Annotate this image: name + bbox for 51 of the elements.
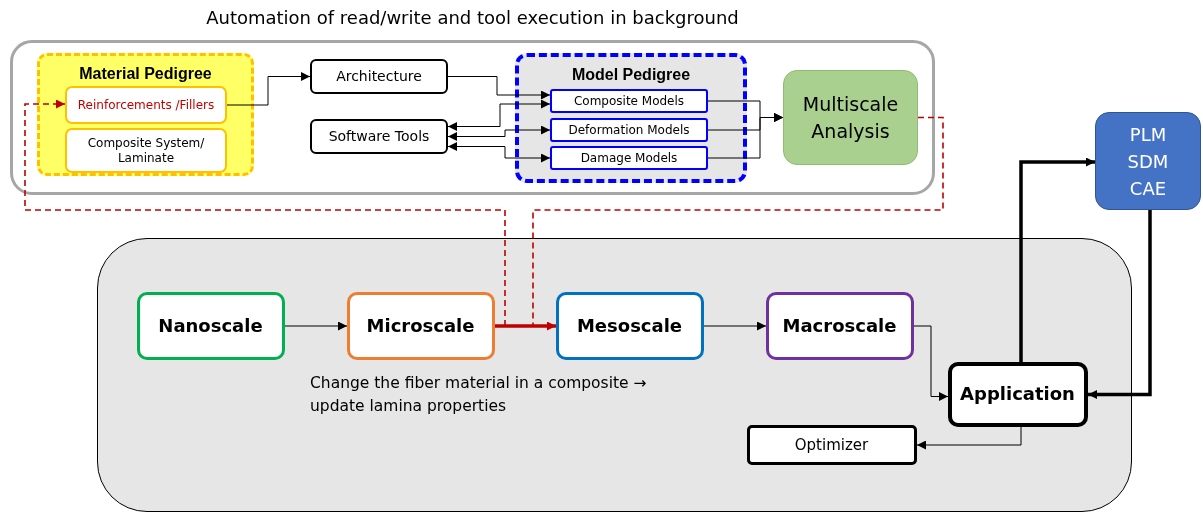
arrow [703,321,767,331]
process-box [310,59,448,94]
process-box [136,291,285,360]
arrow [1019,157,1095,362]
node-label: Damage Models [580,150,678,166]
process-box [65,86,227,124]
arrow [226,72,311,106]
process-box [310,119,448,154]
node-label: Application [960,383,1075,405]
arrow [707,113,784,159]
arrow [24,99,506,327]
node-label: Optimizer [794,435,869,454]
node-label: Reinforcements /Fillers [76,97,216,113]
process-box [550,89,708,113]
group-title: Automation of read/write and tool execution in background [205,7,740,29]
process-box [550,146,708,170]
arrow [913,325,949,401]
process-box [555,291,704,360]
node-label: Architecture [336,68,422,85]
group-title: Model Pedigree [571,65,691,85]
arrow [447,142,551,163]
model-pedigree-group [515,53,747,183]
arrow [447,99,551,131]
node-label: Composite System/ Laminate [86,136,206,165]
scale-panel [97,238,1132,512]
node-label: Microscale [366,314,475,337]
node-label: Composite Models [573,93,685,109]
analysis-box [783,70,918,165]
process-box [550,118,708,142]
process-box [746,424,917,465]
arrow [1088,210,1152,399]
node-label: PLM SDM CAE [1126,122,1170,201]
note-text: Change the fiber material in a composite → update lamina properties [310,373,648,418]
process-box [346,291,495,360]
process-box [947,361,1088,427]
system-box [1095,112,1201,210]
process-box [65,128,227,173]
arrow [495,321,556,331]
arrow [447,125,551,141]
node-label: Deformation Models [568,122,690,138]
material-pedigree-group [37,53,254,176]
arrow [916,426,1022,450]
arrow [284,321,348,331]
node-label: Macroscale [782,314,897,337]
node-label: Software Tools [328,128,430,145]
process-box [765,291,914,360]
arrow [447,76,551,100]
node-label: Mesoscale [576,314,683,337]
node-label: Nanoscale [158,314,263,337]
node-label: Multiscale Analysis [801,91,900,144]
group-title: Material Pedigree [79,64,212,84]
